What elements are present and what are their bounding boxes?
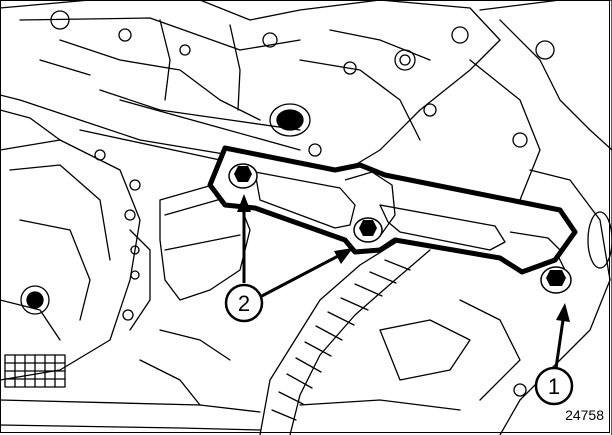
callout-2: 2 xyxy=(224,283,264,323)
lower-structure xyxy=(0,329,461,431)
callout-2-arrow-a xyxy=(237,194,251,283)
drain-plug xyxy=(269,103,311,137)
bolt-right xyxy=(540,266,572,294)
gearbox-housing xyxy=(0,0,501,191)
callout-1: 1 xyxy=(534,366,574,406)
callout-1-arrow xyxy=(554,303,570,369)
callout-2-arrow-b xyxy=(257,248,353,300)
torque-rod xyxy=(207,145,578,275)
bolt-center xyxy=(353,217,383,243)
callout-2-label: 2 xyxy=(238,291,250,316)
bolt-front-left xyxy=(228,163,258,189)
left-housing xyxy=(0,139,151,388)
subframe xyxy=(379,0,612,435)
callout-1-label: 1 xyxy=(548,374,560,399)
figure-number: 24758 xyxy=(565,407,604,423)
